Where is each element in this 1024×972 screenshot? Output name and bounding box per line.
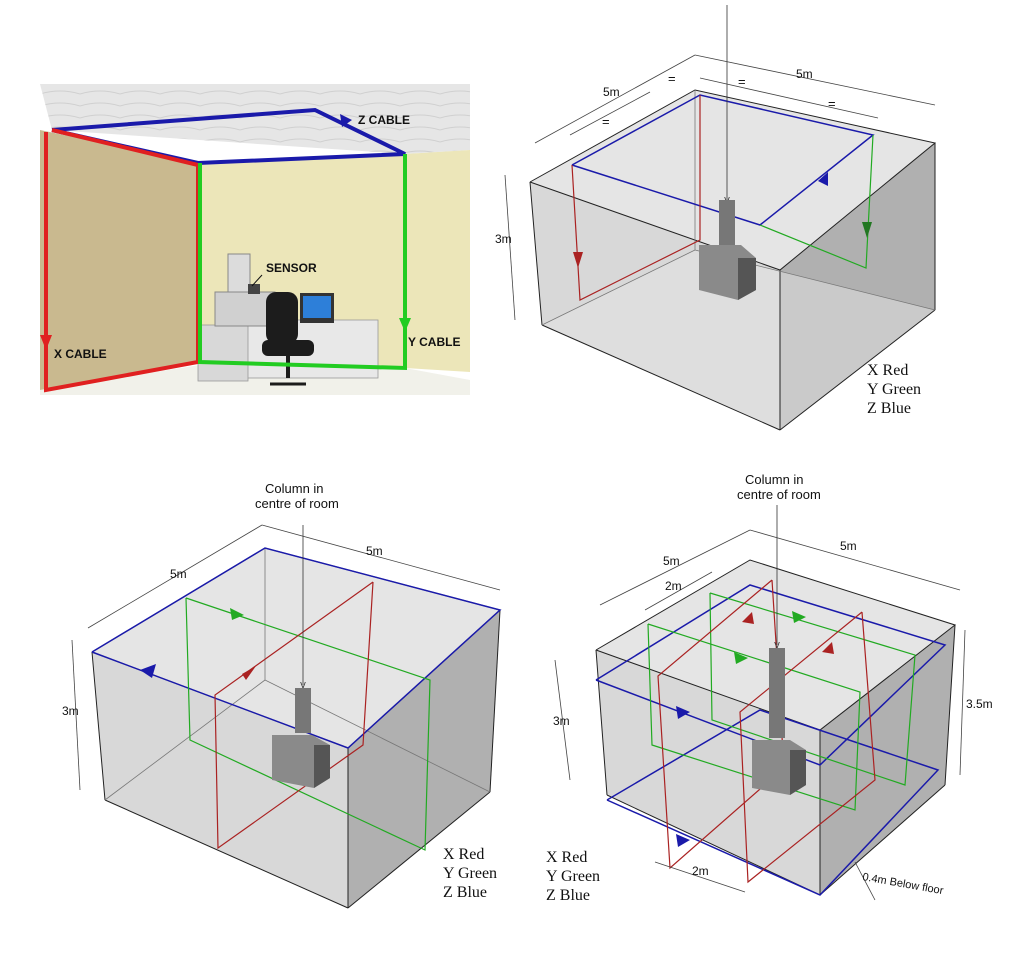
p2-eq-3: = xyxy=(738,74,746,89)
p2-eq-4: = xyxy=(828,96,836,111)
p3-x-cable xyxy=(214,581,374,850)
panel-perimeter-layout: 5m 5m 3m = = = = X Red Y Green Z Blue xyxy=(495,5,937,431)
p3-y-cable xyxy=(185,597,431,851)
p2-z-arrow xyxy=(818,172,828,186)
p4-legend-y: Y Green xyxy=(546,868,600,885)
p3-y-arrow xyxy=(230,608,244,620)
p2-eq-1: = xyxy=(602,114,610,129)
p4-column-note-1: Column in xyxy=(745,472,804,487)
p2-y-cable xyxy=(759,134,874,269)
p3-legend-z: Z Blue xyxy=(443,884,487,901)
p4-legend-x: X Red xyxy=(546,849,587,866)
p4-y-arrow-a xyxy=(734,652,748,664)
p4-z-arrow-top xyxy=(676,706,690,719)
x-cable-arrow xyxy=(40,335,52,350)
p4-dim-inner-bottom: 2m xyxy=(692,864,709,878)
x-cable-label: X CABLE xyxy=(54,347,107,361)
panel-double-loop-layout: Column in centre of room 5m 5m 2m 3m 3.5… xyxy=(546,472,993,904)
p4-x-arrow-b xyxy=(822,642,834,654)
p4-column-note-2: centre of room xyxy=(737,487,821,502)
p3-legend-x: X Red xyxy=(443,846,484,863)
p3-x-arrow xyxy=(242,666,256,680)
p2-eq-2: = xyxy=(668,71,676,86)
p4-dim-height-total: 3.5m xyxy=(966,697,993,711)
p4-dim-inner-top: 2m xyxy=(665,579,682,593)
p2-dim-width: 5m xyxy=(796,67,813,81)
p2-legend-x: X Red xyxy=(867,362,908,379)
y-cable-line xyxy=(198,154,407,371)
p4-dim-height-room: 3m xyxy=(553,714,570,728)
p3-legend-y: Y Green xyxy=(443,865,497,882)
z-cable-arrow xyxy=(340,114,352,127)
p2-legend-z: Z Blue xyxy=(867,400,911,417)
y-cable-arrow xyxy=(399,318,411,332)
y-cable-label: Y CABLE xyxy=(408,335,460,349)
p4-dim-width: 5m xyxy=(840,539,857,553)
p4-below-floor: 0.4m Below floor xyxy=(861,871,944,897)
p4-y-cable-a xyxy=(647,623,861,811)
z-cable-label: Z CABLE xyxy=(358,113,410,127)
panel-crossing-layout: Column in centre of room 5m 5m 3m X Red … xyxy=(62,481,502,909)
p2-legend-y: Y Green xyxy=(867,381,921,398)
p4-y-arrow-b xyxy=(792,611,806,623)
p2-x-arrow xyxy=(573,252,583,268)
p4-z-arrow-bottom xyxy=(676,834,690,847)
p2-y-arrow xyxy=(862,222,872,238)
p2-x-cable xyxy=(571,95,701,301)
sensor-label: SENSOR xyxy=(266,261,317,275)
p4-x-arrow-a xyxy=(742,612,754,624)
p2-dim-height: 3m xyxy=(495,232,512,246)
p2-dim-depth: 5m xyxy=(603,85,620,99)
p3-column-note-2: centre of room xyxy=(255,496,339,511)
panel-room-illustration: Z CABLE X CABLE Y CABLE SENSOR xyxy=(40,84,470,395)
p3-dim-height: 3m xyxy=(62,704,79,718)
p3-z-arrow xyxy=(140,664,156,678)
p4-y-cable-b xyxy=(709,592,916,786)
p4-z-cable-top xyxy=(595,584,947,766)
p3-column-note-1: Column in xyxy=(265,481,324,496)
p3-dim-depth: 5m xyxy=(170,567,187,581)
p4-dim-depth: 5m xyxy=(663,554,680,568)
p3-dim-width: 5m xyxy=(366,544,383,558)
p3-z-cable xyxy=(91,547,502,749)
p4-legend-z: Z Blue xyxy=(546,887,590,904)
p4-z-cable-bottom xyxy=(606,709,940,896)
